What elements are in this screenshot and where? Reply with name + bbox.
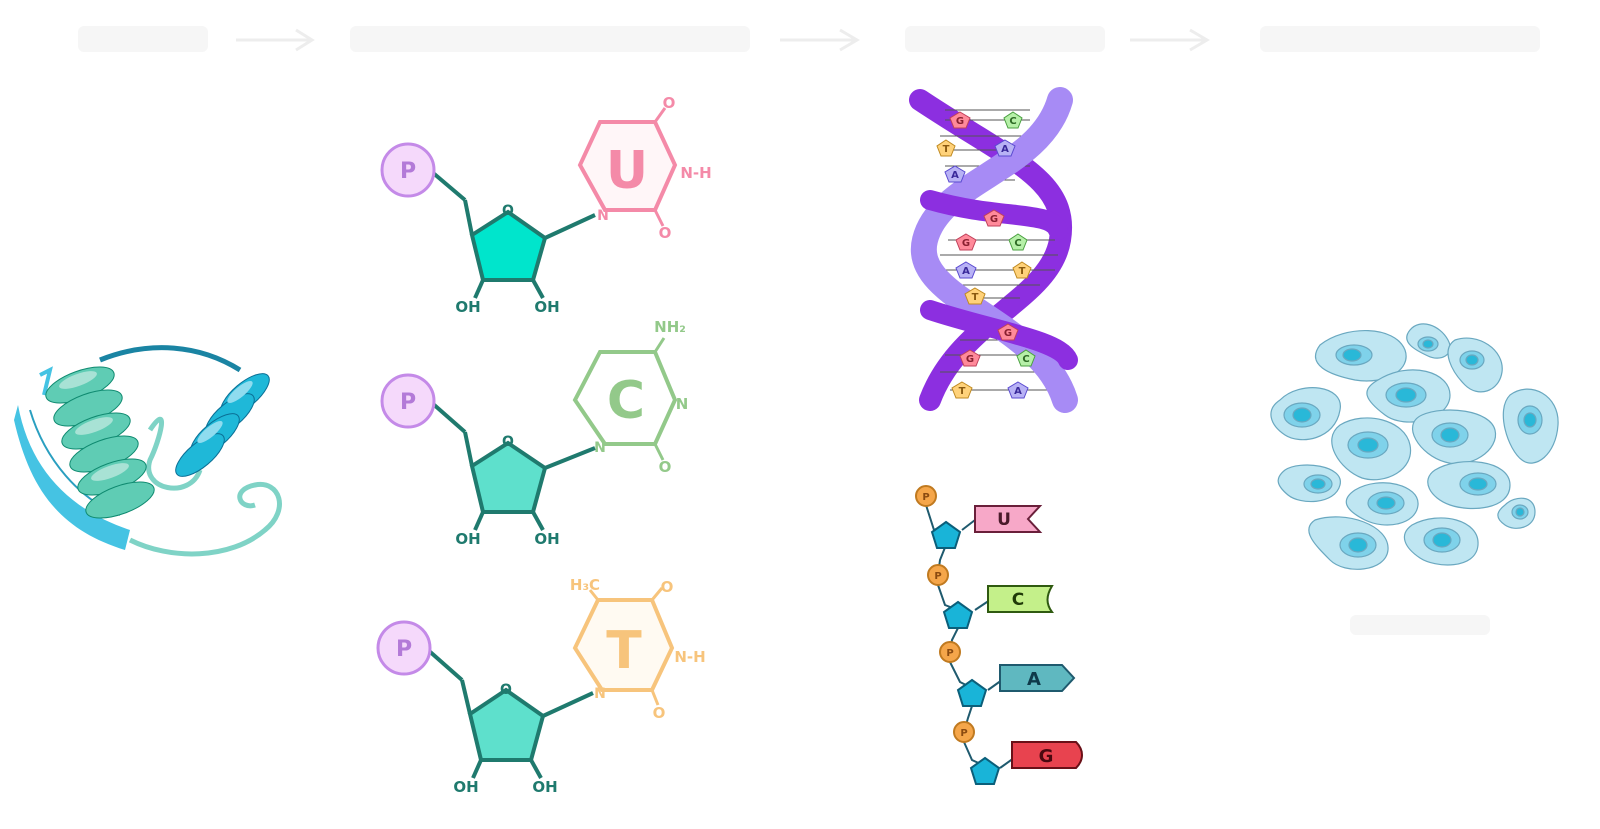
cell <box>1403 517 1479 566</box>
methyl-group-label: H₃C <box>570 576 600 594</box>
ring-oxygen-label: O <box>502 203 514 219</box>
phosphate-label: P <box>400 159 416 184</box>
arrow-icon <box>236 28 315 52</box>
dna-base-label: T <box>959 386 966 397</box>
cell <box>1411 409 1497 465</box>
header-arrows <box>236 28 1210 52</box>
ribose-sugar <box>469 209 548 282</box>
base-letter: G <box>1039 746 1054 767</box>
phosphate-group <box>376 620 432 676</box>
ribose-sugar <box>942 600 974 629</box>
dna-double-helix: G C T A A G G C A T T G G <box>909 87 1078 413</box>
phosphate-label: P <box>922 492 929 503</box>
oh-label: OH <box>534 298 559 316</box>
ribose-sugar <box>956 678 988 707</box>
base-tag-u <box>974 505 1043 533</box>
base-letter: C <box>1012 590 1024 610</box>
arrow-icon <box>780 28 860 52</box>
dna-base-label: G <box>1004 328 1012 339</box>
cell <box>1447 337 1503 393</box>
n3h-label: N-H <box>674 648 705 666</box>
base-letter: T <box>606 621 642 681</box>
dna-base-label: T <box>943 144 950 155</box>
dna-base-label: G <box>990 214 998 225</box>
dna-base-label: A <box>1001 144 1009 155</box>
nucleotide-uracil: P O OH OH U N N-H O O <box>380 94 712 316</box>
cell <box>1366 369 1451 423</box>
cell <box>1345 482 1419 526</box>
base-tag-a <box>999 664 1076 692</box>
protein-ribbon <box>14 345 282 557</box>
cell <box>1277 464 1341 503</box>
nucleotide-thymine: P O OH OH T N N-H O O H₃C <box>376 576 706 796</box>
dna-base-label: C <box>1022 354 1029 365</box>
oh-label: OH <box>532 778 557 796</box>
phosphate-group <box>380 373 436 429</box>
cell <box>1331 417 1412 481</box>
nucleotide-cytosine: P O OH OH C N N NH₂ O <box>380 318 689 548</box>
phosphate-label: P <box>946 648 953 659</box>
dna-base-label: G <box>962 238 970 249</box>
ribose-sugar <box>969 756 1001 785</box>
dna-base-label: A <box>1014 386 1022 397</box>
base-letter: C <box>607 371 645 431</box>
cell <box>1270 387 1341 441</box>
dna-base-label: T <box>1019 266 1026 277</box>
header-ghost-bars <box>78 26 1540 635</box>
ring-oxygen-label: O <box>500 682 512 698</box>
cell <box>1314 329 1407 382</box>
n1-label: N <box>594 440 606 456</box>
dna-base-label: A <box>951 170 959 181</box>
base-letter: U <box>997 510 1011 530</box>
rna-strand: P P P P U C A G <box>915 485 1083 785</box>
oh-label: OH <box>455 298 480 316</box>
phosphate-label: P <box>934 571 941 582</box>
dna-base-label: C <box>1014 238 1021 249</box>
dna-base-label: A <box>962 266 970 277</box>
n1-label: N <box>597 208 609 224</box>
n3h-label: N-H <box>680 164 711 182</box>
cell <box>1497 497 1536 529</box>
ribose-sugar <box>930 520 962 549</box>
oh-label: OH <box>534 530 559 548</box>
ring-oxygen-label: O <box>502 434 514 450</box>
dna-base-label: G <box>966 354 974 365</box>
cell <box>1502 388 1559 464</box>
dna-base-label: T <box>972 292 979 303</box>
base-tag-c <box>987 585 1054 613</box>
dna-base-label: C <box>1009 116 1016 127</box>
carbonyl-o-label: O <box>653 704 666 722</box>
n3-label: N <box>676 395 689 413</box>
base-tag-g <box>1011 741 1083 769</box>
carbonyl-o-label: O <box>659 224 672 242</box>
deoxyribose-sugar <box>467 687 546 762</box>
carbonyl-o-label: O <box>661 578 674 596</box>
phosphate-group <box>380 142 436 198</box>
phosphate-label: P <box>960 728 967 739</box>
cell <box>1406 323 1451 359</box>
oh-label: OH <box>455 530 480 548</box>
amino-group-label: NH₂ <box>654 318 686 336</box>
ribose-sugar <box>469 440 548 514</box>
phosphate-label: P <box>400 390 416 415</box>
cell-cluster <box>1270 323 1559 570</box>
base-letter: U <box>606 141 648 201</box>
n1-label: N <box>594 686 606 702</box>
carbonyl-o-label: O <box>663 94 676 112</box>
dna-base-label: G <box>956 116 964 127</box>
base-letter: A <box>1027 669 1041 690</box>
cell <box>1427 460 1511 510</box>
phosphate-label: P <box>396 637 412 662</box>
oh-label: OH <box>453 778 478 796</box>
carbonyl-o-label: O <box>659 458 672 476</box>
cell <box>1308 516 1389 570</box>
arrow-icon <box>1130 28 1210 52</box>
